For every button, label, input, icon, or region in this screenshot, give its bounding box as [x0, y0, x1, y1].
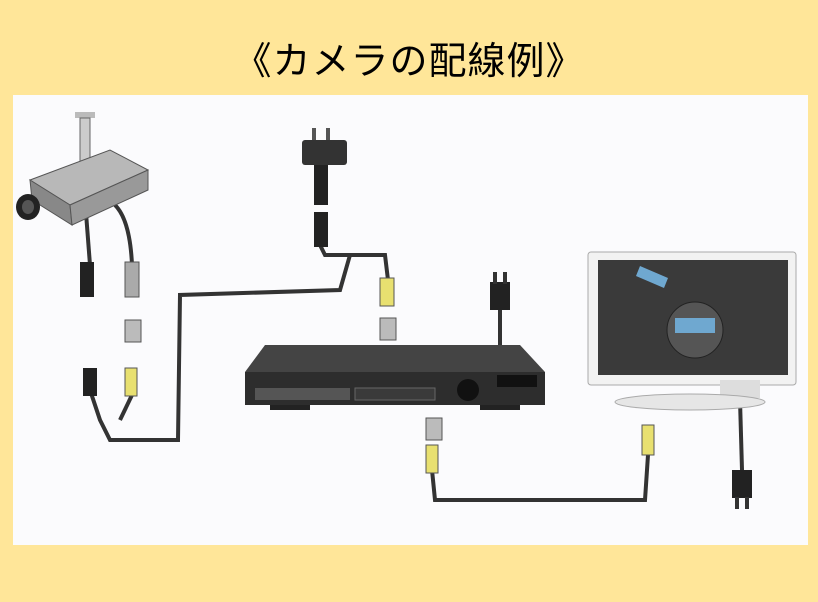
- dvr-recorder-icon: [245, 345, 545, 410]
- dvr-output-jack: [425, 417, 443, 441]
- power-adapter-icon: [302, 128, 347, 247]
- camera-dvr-video-plug: [124, 367, 138, 397]
- camera-power-connector: [80, 262, 94, 297]
- camera-to-dvr-video: [118, 394, 134, 421]
- monitor-power-cable: [738, 399, 744, 471]
- camera-dvr-power-plug: [83, 368, 97, 396]
- page-title: 《カメラの配線例》: [233, 39, 585, 83]
- camera-power-to-dvr-cable: [88, 254, 352, 442]
- dvr-power-plug-icon: [490, 272, 510, 310]
- camera-video-connector: [124, 261, 140, 298]
- adapter-video-plug: [379, 277, 395, 307]
- cables: [83, 199, 744, 502]
- dvr-input-jack: [379, 317, 397, 341]
- dvr-output-plug: [425, 444, 439, 474]
- adapter-jack: [124, 319, 142, 343]
- camera-video-cable: [113, 203, 134, 266]
- monitor-power-plug-icon: [732, 470, 752, 509]
- dvr-to-monitor-cable: [430, 454, 650, 502]
- monitor-icon: [587, 251, 797, 411]
- adapter-cable: [318, 244, 390, 281]
- security-camera-icon: [16, 112, 150, 226]
- monitor-input-plug: [641, 424, 655, 456]
